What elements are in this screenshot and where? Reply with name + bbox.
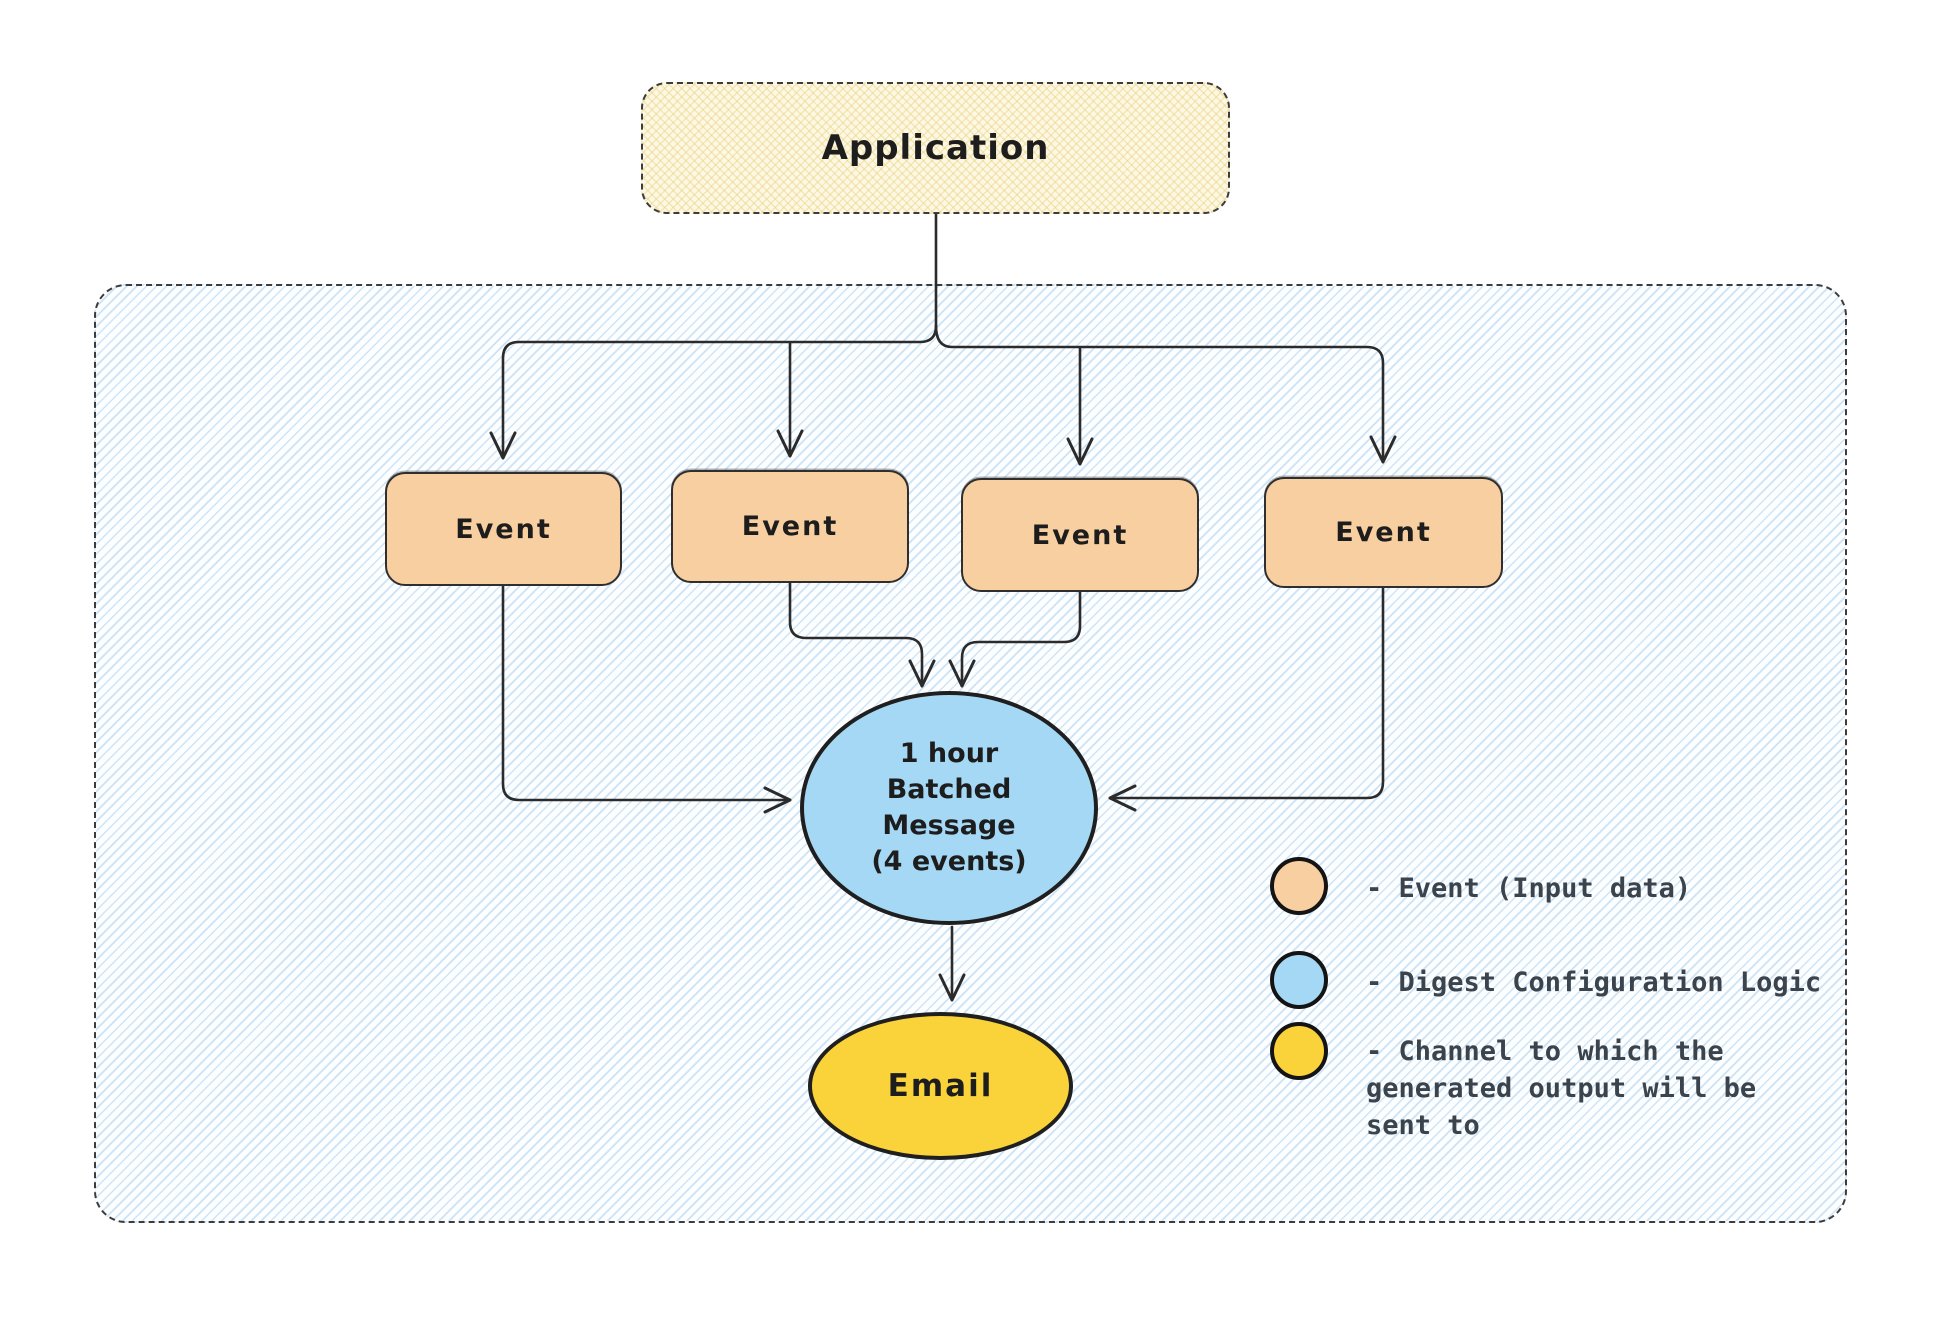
- legend-label-event: - Event (Input data): [1366, 873, 1692, 904]
- event-label: Event: [1031, 519, 1129, 551]
- application-node: Application: [641, 82, 1230, 214]
- email-channel-node: Email: [808, 1012, 1073, 1160]
- legend-swatch-3: [1270, 1022, 1328, 1080]
- digest-node: 1 hour Batched Message (4 events): [800, 691, 1098, 925]
- legend-label-digest: - Digest Configuration Logic: [1366, 967, 1822, 998]
- legend-swatch-1: [1270, 857, 1328, 915]
- event-label: Event: [1335, 517, 1432, 548]
- event-node-3: Event: [961, 478, 1199, 592]
- event-node-1: Event: [385, 472, 622, 586]
- legend-swatch-2: [1270, 951, 1328, 1009]
- application-label: Application: [821, 128, 1050, 168]
- email-label: Email: [887, 1068, 994, 1104]
- digest-label: 1 hour Batched Message (4 events): [871, 738, 1027, 877]
- event-node-2: Event: [671, 470, 909, 583]
- event-label: Event: [741, 511, 839, 542]
- legend-label-channel: - Channel to which the generated output …: [1366, 1036, 1757, 1141]
- event-node-4: Event: [1264, 477, 1503, 588]
- event-label: Event: [455, 513, 552, 545]
